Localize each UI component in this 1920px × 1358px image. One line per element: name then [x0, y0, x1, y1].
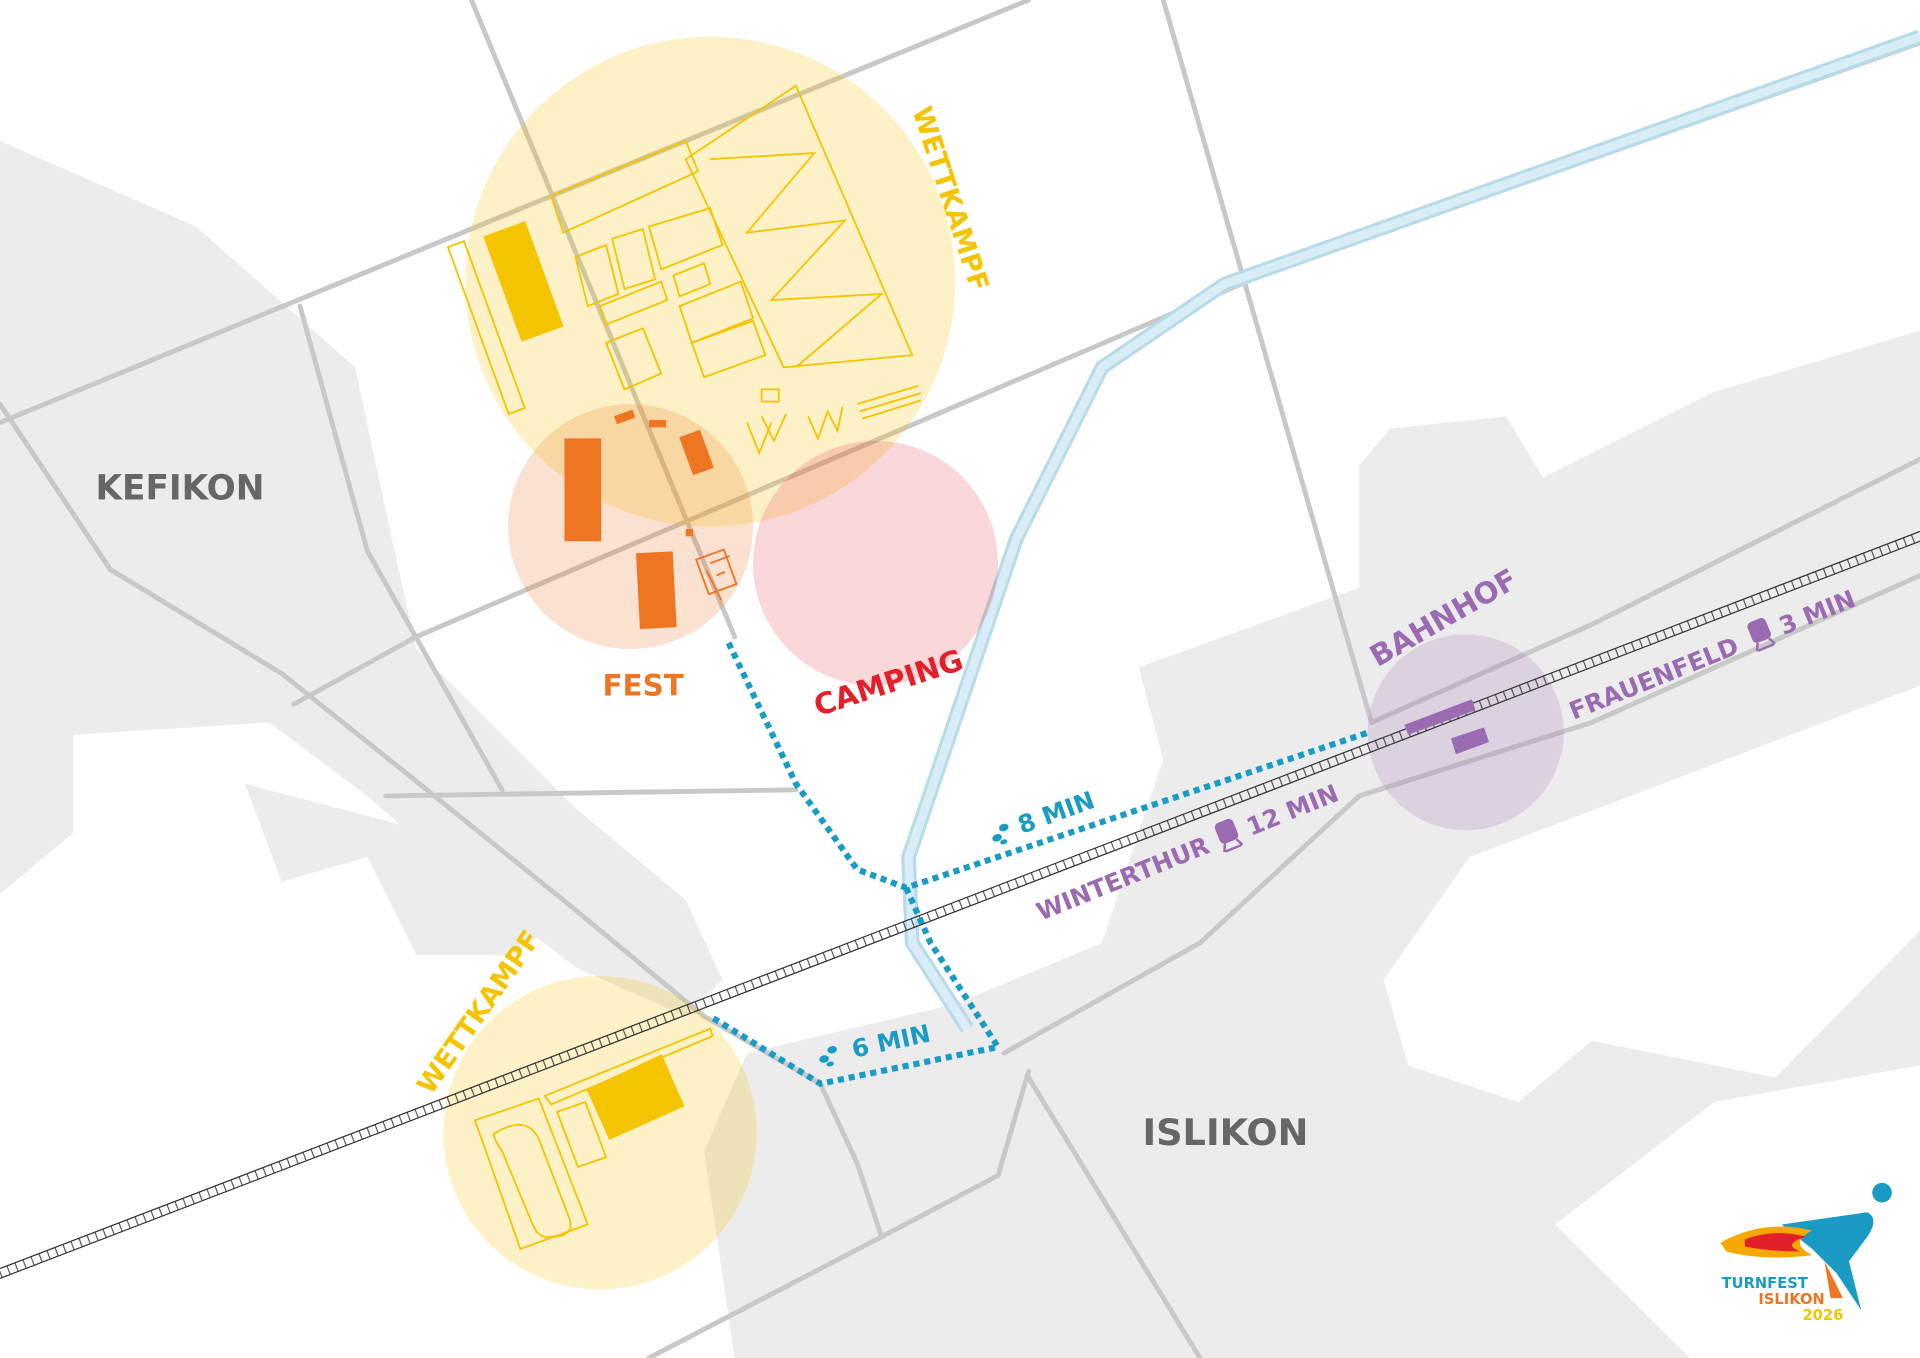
field: [690, 319, 767, 379]
river-inner: [904, 32, 1920, 1031]
walk-label-8min: 8 MIN: [992, 785, 1099, 845]
road: [1001, 573, 1920, 1056]
road: [1026, 1075, 1203, 1358]
logo-line2: ISLIKON: [1758, 1291, 1824, 1308]
road: [1160, 0, 1374, 725]
field: [574, 243, 620, 308]
logo-flame: [1744, 1233, 1807, 1252]
logo-head: [1872, 1182, 1892, 1203]
footsteps-icon: [819, 1046, 838, 1067]
field: [598, 280, 669, 326]
railway: [0, 530, 1920, 1279]
building: [586, 1054, 685, 1141]
fest-stand: [614, 409, 636, 425]
field: [672, 262, 712, 298]
road: [297, 303, 505, 793]
road: [0, 401, 885, 1240]
stands: [746, 406, 844, 456]
building: [483, 221, 564, 342]
toilets-icon: [695, 548, 738, 601]
walk-time: 8 MIN: [1014, 785, 1099, 839]
stands: [856, 384, 922, 420]
turnfest-logo: TURNFEST ISLIKON 2026: [1720, 1182, 1892, 1324]
track-inner: [492, 1124, 572, 1239]
logo-line1: TURNFEST: [1722, 1275, 1808, 1292]
fest-facilities: [564, 409, 738, 630]
field: [446, 240, 526, 416]
road: [0, 0, 1032, 425]
field: [611, 227, 657, 291]
zone-label-fest: FEST: [602, 669, 683, 703]
train-icon: [1747, 618, 1776, 652]
fest-stand: [648, 420, 667, 428]
fest-stand: [679, 429, 714, 476]
field: [604, 326, 663, 391]
road: [383, 787, 799, 799]
road: [646, 1069, 1032, 1358]
kefikon-area: [0, 140, 723, 1017]
walking-routes: [708, 641, 1370, 1087]
road: [1368, 456, 1920, 725]
field: [678, 280, 755, 345]
kiosk: [760, 388, 780, 403]
grandstand-field: [684, 84, 914, 369]
village-label-kefikon: KEFIKON: [96, 469, 265, 509]
route-wettkampf: [708, 886, 1003, 1087]
village-label-islikon: ISLIKON: [1142, 1111, 1308, 1154]
fest-tent: [564, 438, 602, 542]
bahnhof-platforms: [1404, 699, 1489, 755]
route-fest: [725, 641, 1370, 892]
fest-tent: [635, 551, 677, 630]
wettkampf-south-zone: [443, 975, 757, 1290]
field: [543, 1027, 714, 1106]
wettkampf-north-facilities: [446, 84, 922, 456]
bahnhof-zone: [1367, 634, 1564, 831]
track: [473, 1097, 589, 1251]
fest-zone: [508, 404, 754, 649]
wettkampf-south-facilities: [473, 1027, 714, 1251]
field: [647, 207, 724, 271]
train-icon: [1214, 818, 1244, 853]
camping-zone: [753, 440, 998, 686]
field: [555, 1100, 608, 1169]
field: [549, 139, 700, 234]
footsteps-icon: [992, 823, 1009, 845]
fest-stand: [685, 529, 694, 537]
logo-line3: 2026: [1802, 1307, 1843, 1324]
islikon-white-east: [1383, 685, 1920, 1103]
village-areas: [0, 140, 1920, 1358]
islikon-area: [704, 330, 1920, 1358]
west-area: [244, 783, 564, 956]
